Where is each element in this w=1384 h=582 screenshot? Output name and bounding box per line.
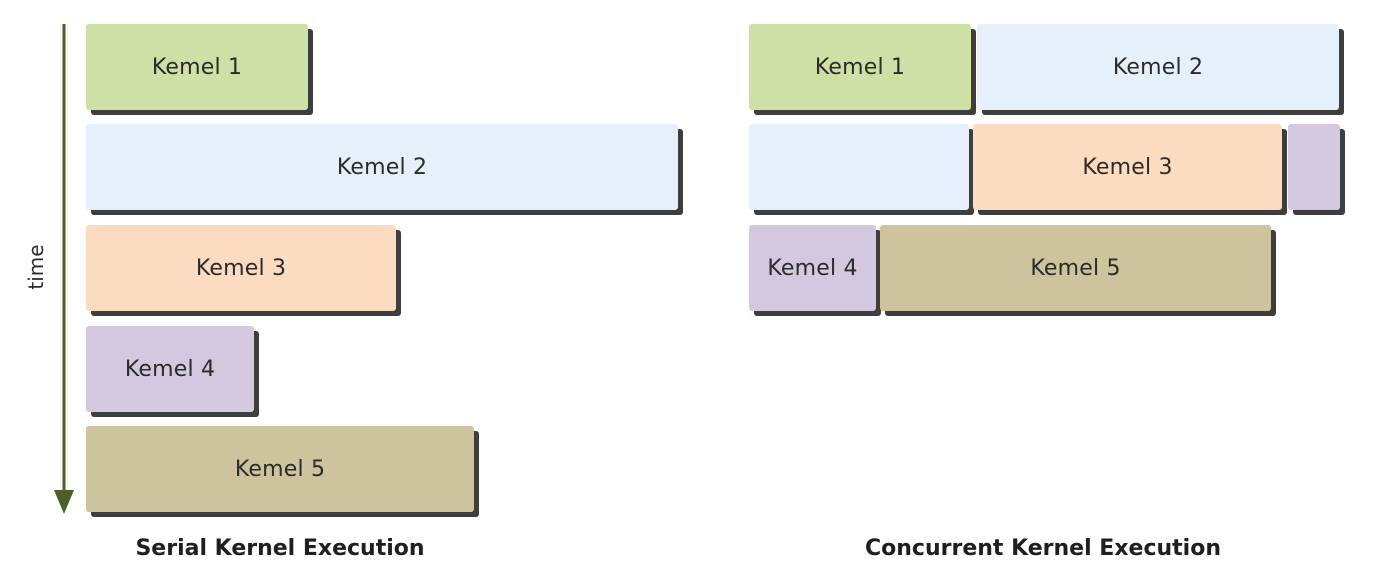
time-axis-arrow	[54, 24, 74, 514]
serial-kernel-4-block: Kemel 4	[86, 326, 254, 412]
time-axis-label: time	[24, 244, 48, 290]
concurrent-kernel-2-continuation-block	[749, 124, 969, 210]
serial-kernel-3-block: Kemel 3	[86, 225, 396, 311]
concurrent-kernel-3-block: Kemel 3	[973, 124, 1282, 210]
concurrent-kernel-2-block: Kemel 2	[977, 24, 1339, 110]
concurrent-kernel-5-block: Kemel 5	[880, 225, 1271, 311]
serial-caption: Serial Kernel Execution	[135, 536, 425, 561]
concurrent-kernel-4-block: Kemel 4	[749, 225, 876, 311]
concurrent-caption: Concurrent Kernel Execution	[865, 536, 1221, 561]
concurrent-kernel-4-start-block	[1288, 124, 1340, 210]
serial-kernel-2-block: Kemel 2	[86, 124, 678, 210]
serial-kernel-5-block: Kemel 5	[86, 426, 474, 512]
concurrent-kernel-1-block: Kemel 1	[749, 24, 971, 110]
serial-kernel-1-block: Kemel 1	[86, 24, 308, 110]
